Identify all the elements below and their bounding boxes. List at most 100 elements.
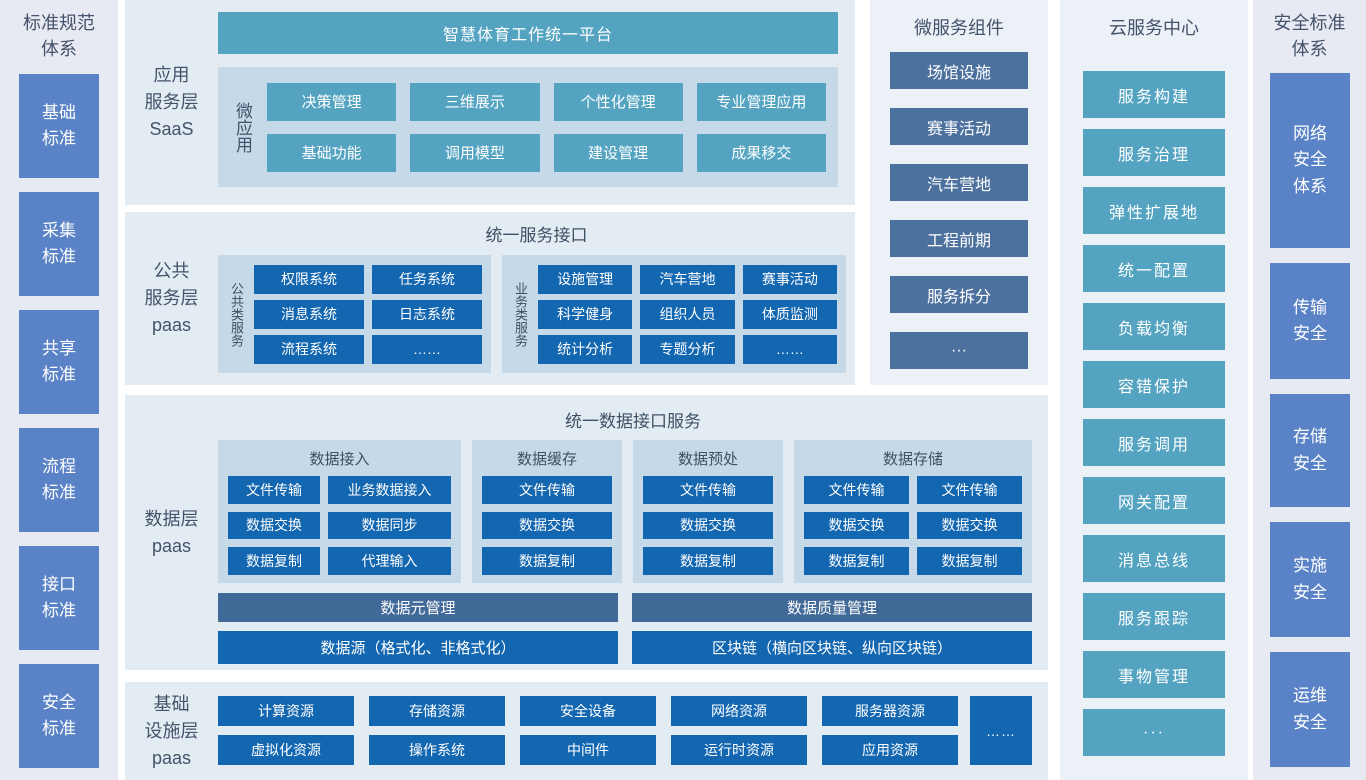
data-box: 数据同步 bbox=[328, 511, 451, 540]
cloud-service-box: 事物管理 bbox=[1083, 651, 1225, 698]
data-box: 数据复制 bbox=[917, 547, 1022, 575]
data-layer-panel: 数据层 paas 统一数据接口服务 数据接入 文件传输 业务数据接入 数据交换 … bbox=[125, 395, 1048, 670]
service-box: 赛事活动 bbox=[742, 264, 837, 294]
business-services-grid: 设施管理 汽车营地 赛事活动 科学健身 组织人员 体质监测 统计分析 专题分析 … bbox=[538, 264, 837, 364]
saas-layer-label: 应用 服务层 SaaS bbox=[144, 65, 199, 139]
saas-layer-panel: 应用 服务层 SaaS 智慧体育工作统一平台 微应用 决策管理 三维展示 个性化… bbox=[125, 0, 855, 205]
data-box: 数据交换 bbox=[482, 511, 612, 540]
service-box: 汽车营地 bbox=[640, 264, 735, 294]
security-item: 存储 安全 bbox=[1270, 394, 1350, 507]
micro-app-box: 个性化管理 bbox=[553, 82, 683, 121]
cloud-service-title: 云服务中心 bbox=[1109, 18, 1199, 38]
data-preprocess-grid: 文件传输 数据交换 数据复制 bbox=[643, 476, 773, 575]
data-box: 数据复制 bbox=[482, 547, 612, 575]
security-standards-panel: 安全标准 体系 网络 安全 体系 传输 安全 存储 安全 实施 安全 运维 安全 bbox=[1253, 0, 1366, 780]
service-box: 任务系统 bbox=[372, 264, 482, 294]
data-group-title: 数据预处 bbox=[677, 451, 738, 468]
data-storage-group: 数据存储 文件传输 文件传输 数据交换 数据交换 数据复制 数据复制 bbox=[794, 440, 1032, 583]
microservice-more-box: ··· bbox=[890, 332, 1028, 369]
common-services-grid: 权限系统 任务系统 消息系统 日志系统 流程系统 …… bbox=[254, 264, 482, 364]
micro-app-box: 决策管理 bbox=[267, 82, 397, 121]
resource-box: 服务器资源 bbox=[822, 696, 958, 726]
cloud-service-box: 服务治理 bbox=[1083, 129, 1225, 176]
micro-app-box: 专业管理应用 bbox=[696, 82, 826, 121]
data-box: 数据交换 bbox=[228, 511, 320, 540]
resource-box: 应用资源 bbox=[822, 735, 958, 765]
microservice-box: 服务拆分 bbox=[890, 276, 1028, 313]
business-services-label: 业务类服务 bbox=[513, 281, 528, 347]
cloud-service-box: 统一配置 bbox=[1083, 245, 1225, 292]
security-item: 运维 安全 bbox=[1270, 652, 1350, 767]
security-item: 网络 安全 体系 bbox=[1270, 73, 1350, 248]
cloud-service-box: 弹性扩展地 bbox=[1083, 187, 1225, 234]
micro-apps-label: 微应用 bbox=[233, 101, 252, 153]
resource-box: 安全设备 bbox=[520, 696, 656, 726]
data-box: 文件传输 bbox=[228, 476, 320, 504]
blockchain-bar: 区块链（横向区块链、纵向区块链） bbox=[632, 631, 1032, 664]
resource-box: 存储资源 bbox=[369, 696, 505, 726]
infrastructure-grid: 计算资源 存储资源 安全设备 网络资源 服务器资源 虚拟化资源 操作系统 中间件… bbox=[218, 696, 958, 765]
cloud-service-box: 服务调用 bbox=[1083, 419, 1225, 466]
micro-app-box: 调用模型 bbox=[410, 133, 540, 172]
standard-item: 流程 标准 bbox=[19, 428, 99, 532]
cloud-service-box: 服务跟踪 bbox=[1083, 593, 1225, 640]
service-box-more: …… bbox=[372, 334, 482, 364]
security-item: 传输 安全 bbox=[1270, 263, 1350, 379]
service-groups: 公共类服务 权限系统 任务系统 消息系统 日志系统 流程系统 …… 业务类服务 … bbox=[218, 255, 855, 373]
infrastructure-layer-label: 基础 设施层 paas bbox=[144, 693, 199, 768]
unified-service-interface-header: 统一服务接口 bbox=[485, 226, 588, 245]
data-box: 业务数据接入 bbox=[328, 476, 451, 504]
resource-more-box: …… bbox=[970, 696, 1032, 765]
data-access-group: 数据接入 文件传输 业务数据接入 数据交换 数据同步 数据复制 代理输入 bbox=[218, 440, 461, 583]
data-cache-grid: 文件传输 数据交换 数据复制 bbox=[482, 476, 612, 575]
cloud-service-panel: 云服务中心 服务构建 服务治理 弹性扩展地 统一配置 负载均衡 容错保护 服务调… bbox=[1060, 0, 1248, 780]
standard-item: 采集 标准 bbox=[19, 192, 99, 296]
data-box: 文件传输 bbox=[804, 476, 909, 504]
data-access-grid: 文件传输 业务数据接入 数据交换 数据同步 数据复制 代理输入 bbox=[228, 476, 451, 575]
standard-item: 接口 标准 bbox=[19, 546, 99, 650]
data-cache-group: 数据缓存 文件传输 数据交换 数据复制 bbox=[472, 440, 622, 583]
microservices-panel: 微服务组件 场馆设施 赛事活动 汽车营地 工程前期 服务拆分 ··· bbox=[870, 0, 1048, 385]
service-box: 组织人员 bbox=[640, 299, 735, 329]
data-source-row: 数据源（格式化、非格式化） 区块链（横向区块链、纵向区块链） bbox=[218, 631, 1032, 664]
microservice-box: 汽车营地 bbox=[890, 164, 1028, 201]
service-box-more: …… bbox=[742, 334, 837, 364]
service-box: 日志系统 bbox=[372, 299, 482, 329]
data-box: 文件传输 bbox=[917, 476, 1022, 504]
micro-app-box: 建设管理 bbox=[553, 133, 683, 172]
service-box: 科学健身 bbox=[538, 299, 633, 329]
standard-item: 共享 标准 bbox=[19, 310, 99, 414]
data-box: 文件传输 bbox=[482, 476, 612, 504]
platform-title-bar: 智慧体育工作统一平台 bbox=[218, 12, 838, 54]
service-box: 体质监测 bbox=[742, 299, 837, 329]
data-box: 文件传输 bbox=[643, 476, 773, 504]
micro-apps-container: 微应用 决策管理 三维展示 个性化管理 专业管理应用 基础功能 调用模型 建设管… bbox=[218, 67, 838, 187]
infrastructure-layer-panel: 基础 设施层 paas 计算资源 存储资源 安全设备 网络资源 服务器资源 虚拟… bbox=[125, 682, 1048, 780]
micro-app-box: 基础功能 bbox=[267, 133, 397, 172]
data-groups: 数据接入 文件传输 业务数据接入 数据交换 数据同步 数据复制 代理输入 数据缓… bbox=[218, 440, 1032, 583]
micro-apps-grid: 决策管理 三维展示 个性化管理 专业管理应用 基础功能 调用模型 建设管理 成果… bbox=[267, 82, 826, 172]
data-box: 数据交换 bbox=[917, 511, 1022, 540]
common-services-label: 公共类服务 bbox=[229, 281, 244, 347]
data-storage-grid: 文件传输 文件传输 数据交换 数据交换 数据复制 数据复制 bbox=[804, 476, 1022, 575]
cloud-service-more-box: ··· bbox=[1083, 709, 1225, 756]
microservice-box: 赛事活动 bbox=[890, 108, 1028, 145]
cloud-service-box: 负载均衡 bbox=[1083, 303, 1225, 350]
data-meta-management-bar: 数据元管理 bbox=[218, 593, 618, 622]
standard-item: 基础 标准 bbox=[19, 74, 99, 178]
data-box: 代理输入 bbox=[328, 547, 451, 575]
data-box: 数据复制 bbox=[643, 547, 773, 575]
data-box: 数据交换 bbox=[643, 511, 773, 540]
cloud-service-box: 容错保护 bbox=[1083, 361, 1225, 408]
data-source-bar: 数据源（格式化、非格式化） bbox=[218, 631, 618, 664]
common-services-group: 公共类服务 权限系统 任务系统 消息系统 日志系统 流程系统 …… bbox=[218, 255, 491, 373]
cloud-service-box: 消息总线 bbox=[1083, 535, 1225, 582]
microservices-items: 场馆设施 赛事活动 汽车营地 工程前期 服务拆分 ··· bbox=[870, 52, 1048, 369]
resource-box: 运行时资源 bbox=[671, 735, 807, 765]
data-management-row: 数据元管理 数据质量管理 bbox=[218, 593, 1032, 622]
service-box: 流程系统 bbox=[254, 334, 364, 364]
cloud-service-box: 网关配置 bbox=[1083, 477, 1225, 524]
standards-spec-title: 标准规范 体系 bbox=[23, 13, 95, 60]
micro-app-box: 成果移交 bbox=[696, 133, 826, 172]
